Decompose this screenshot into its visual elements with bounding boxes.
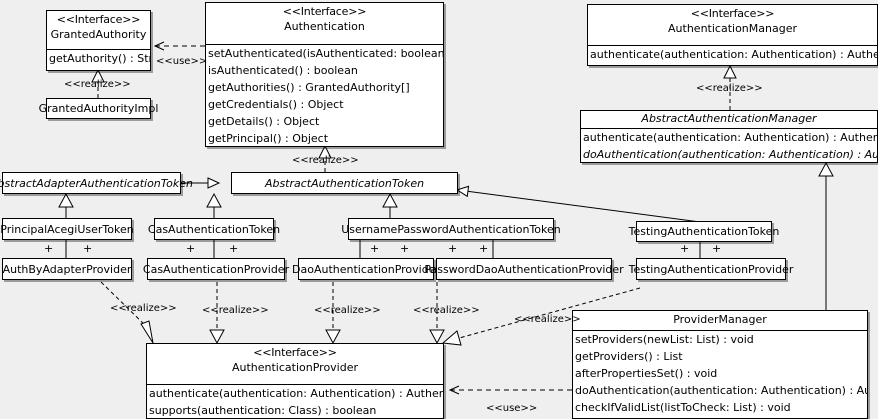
class-name: AuthenticationProvider: [231, 361, 359, 374]
class-principal-acegi-user-token[interactable]: PrincipalAcegiUserToken: [0, 218, 134, 240]
operation: authenticate(authentication: Authenticat…: [583, 131, 877, 144]
class-name: TestingAuthenticationProvider: [628, 262, 794, 276]
operation: afterPropertiesSet() : void: [575, 367, 718, 380]
compartment-divider: [47, 49, 150, 50]
edge-label-realize-abstractauthenticationtoken: <<realize>>: [292, 155, 359, 166]
operations-compartment: setProviders(newList: List) : void getPr…: [573, 331, 867, 416]
multiplicity-marker: +: [712, 242, 722, 255]
multiplicity-marker: +: [680, 242, 690, 255]
edge-label-realize-casauthenticationprovider: <<realize>>: [202, 305, 269, 316]
edge-label-realize-testingauthenticationprovider: <<realize>>: [514, 314, 581, 325]
stereotype-label: <<Interface>>: [282, 5, 367, 18]
multiplicity-marker: +: [186, 242, 196, 255]
class-auth-by-adapter-provider[interactable]: AuthByAdapterProvider: [2, 258, 132, 280]
class-cas-authentication-provider[interactable]: CasAuthenticationProvider: [143, 258, 289, 280]
operations-compartment: getAuthority() : String: [47, 50, 150, 67]
class-abstract-authentication-manager[interactable]: AbstractAuthenticationManager authentica…: [580, 110, 878, 163]
operation: getCredentials() : Object: [208, 98, 344, 111]
operations-compartment: authenticate(authentication: Authenticat…: [581, 129, 877, 163]
class-name: CasAuthenticationProvider: [142, 262, 290, 276]
class-name: Authentication: [284, 20, 365, 33]
operations-compartment: setAuthenticated(isAuthenticated: boolea…: [206, 45, 443, 147]
stereotype-label: <<Interface>>: [253, 346, 337, 359]
class-authentication-manager[interactable]: <<Interface>> AuthenticationManager auth…: [587, 4, 878, 66]
edge-generalization-providermanager: [818, 161, 834, 310]
operation: getProviders() : List: [575, 350, 683, 363]
operation: setAuthenticated(isAuthenticated: boolea…: [208, 47, 443, 60]
edge-label-use-providermanager-authenticationprovider: <<use>>: [486, 403, 538, 414]
class-granted-authority-impl[interactable]: GrantedAuthorityImpl: [39, 98, 158, 119]
multiplicity-marker: +: [448, 242, 458, 255]
class-header: <<Interface>> AuthenticationManager: [588, 5, 877, 45]
class-header: <<Interface>> Authentication: [206, 3, 443, 44]
operation: getAuthority() : String: [49, 52, 150, 65]
compartment-divider: [588, 45, 877, 46]
class-name: CasAuthenticationToken: [147, 222, 281, 236]
class-name: PrincipalAcegiUserToken: [0, 222, 134, 236]
class-name: DaoAuthenticationProvider: [292, 262, 440, 276]
operation: supports(authentication: Class) : boolea…: [149, 404, 377, 417]
multiplicity-marker: +: [400, 242, 410, 255]
edge-generalization-principalacegiusertoken: [58, 192, 74, 218]
operation: isAuthenticated() : boolean: [208, 64, 358, 77]
class-abstract-adapter-authentication-token[interactable]: AbstractAdapterAuthenticationToken: [0, 172, 193, 194]
multiplicity-marker: +: [229, 242, 239, 255]
operation: authenticate(authentication: Authenticat…: [590, 48, 877, 61]
class-testing-authentication-provider[interactable]: TestingAuthenticationProvider: [629, 258, 793, 280]
class-abstract-authentication-token[interactable]: AbstractAuthenticationToken: [231, 172, 458, 194]
edge-generalization-usernamepasswordauthenticationtoken: [382, 192, 398, 218]
class-name: AbstractAuthenticationToken: [264, 176, 425, 190]
multiplicity-marker: +: [370, 242, 380, 255]
class-name: TestingAuthenticationToken: [628, 225, 780, 238]
class-username-password-authentication-token[interactable]: UsernamePasswordAuthenticationToken: [341, 218, 561, 240]
class-granted-authority[interactable]: <<Interface>> GrantedAuthority getAuthor…: [46, 10, 151, 71]
class-name: UsernamePasswordAuthenticationToken: [341, 222, 561, 236]
multiplicity-marker: +: [479, 242, 489, 255]
operation: checkIfValidList(listToCheck: List) : vo…: [575, 401, 791, 414]
operation: doAuthentication(authentication: Authent…: [575, 384, 867, 397]
class-header: <<Interface>> GrantedAuthority: [47, 11, 150, 49]
edge-label-realize-daoauthenticationprovider: <<realize>>: [314, 305, 381, 316]
operation: authenticate(authentication: Authenticat…: [149, 387, 443, 400]
class-name: PasswordDaoAuthenticationProvider: [424, 262, 624, 276]
operation: getPrincipal() : Object: [208, 132, 329, 145]
compartment-divider: [573, 330, 867, 331]
edge-label-realize-grantedauthorityimpl: <<realize>>: [64, 79, 131, 90]
class-name: ProviderManager: [673, 313, 767, 326]
compartment-divider: [147, 384, 443, 385]
class-testing-authentication-token[interactable]: TestingAuthenticationToken: [629, 221, 779, 242]
compartment-divider: [581, 128, 877, 129]
class-name: AbstractAuthenticationManager: [641, 112, 817, 125]
edge-label-realize-passworddaoauthenticationprovider: <<realize>>: [413, 305, 480, 316]
operation: getDetails() : Object: [208, 115, 320, 128]
compartment-divider: [206, 44, 443, 45]
class-dao-authentication-provider[interactable]: DaoAuthenticationProvider: [292, 258, 440, 280]
stereotype-label: <<Interface>>: [690, 7, 775, 20]
edge-label-realize-authbyadapterprovider: <<realize>>: [110, 303, 177, 314]
edge-label-realize-abstractauthenticationmanager: <<realize>>: [696, 83, 763, 94]
class-password-dao-authentication-provider[interactable]: PasswordDaoAuthenticationProvider: [424, 258, 624, 280]
class-name: AuthenticationManager: [668, 22, 797, 35]
class-authentication[interactable]: <<Interface>> Authentication setAuthenti…: [205, 2, 444, 147]
class-name: GrantedAuthority: [50, 28, 147, 41]
edge-label-use-authentication-grantedauthority: <<use>>: [156, 56, 208, 67]
multiplicity-marker: +: [83, 242, 93, 255]
class-header: <<Interface>> AuthenticationProvider: [147, 344, 443, 384]
operation: setProviders(newList: List) : void: [575, 333, 754, 346]
multiplicity-marker: +: [44, 242, 54, 255]
operation: doAuthentication(authentication: Authent…: [583, 148, 877, 161]
class-cas-authentication-token[interactable]: CasAuthenticationToken: [148, 218, 280, 240]
stereotype-label: <<Interface>>: [56, 13, 141, 26]
class-name: AbstractAdapterAuthenticationToken: [0, 176, 193, 190]
class-header: ProviderManager: [573, 311, 867, 330]
operations-compartment: authenticate(authentication: Authenticat…: [588, 46, 877, 63]
operation: getAuthorities() : GrantedAuthority[]: [208, 81, 410, 94]
class-name: GrantedAuthorityImpl: [38, 102, 159, 115]
class-header: AbstractAuthenticationManager: [581, 111, 877, 128]
operations-compartment: authenticate(authentication: Authenticat…: [147, 385, 443, 419]
edge-generalization-casauthenticationtoken: [206, 192, 222, 218]
class-name: AuthByAdapterProvider: [2, 262, 132, 276]
class-authentication-provider[interactable]: <<Interface>> AuthenticationProvider aut…: [146, 343, 444, 419]
class-provider-manager[interactable]: ProviderManager setProviders(newList: Li…: [572, 310, 868, 419]
